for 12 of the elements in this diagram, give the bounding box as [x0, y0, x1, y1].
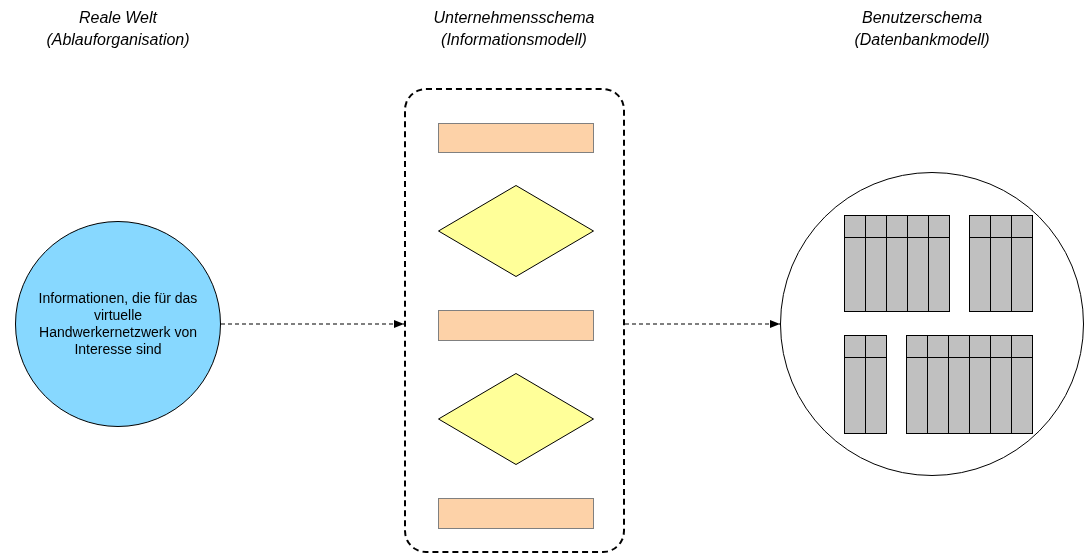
arrow — [220, 320, 405, 328]
decision-diamond — [438, 373, 594, 465]
circle-text: Informationen, die für das virtuelle Handwerkernetzwerk von Interesse sind — [37, 290, 199, 358]
arrow — [624, 320, 781, 328]
decision-diamond — [438, 185, 594, 277]
column-heading: Reale Welt (Ablauforganisation) — [45, 8, 191, 50]
dashed-group-box — [404, 88, 625, 553]
process-box — [438, 310, 594, 341]
column-heading: Benutzerschema (Datenbankmodell) — [853, 8, 991, 50]
process-box — [438, 498, 594, 529]
column-heading: Unternehmensschema (Informationsmodell) — [432, 8, 596, 50]
process-box — [438, 123, 594, 153]
